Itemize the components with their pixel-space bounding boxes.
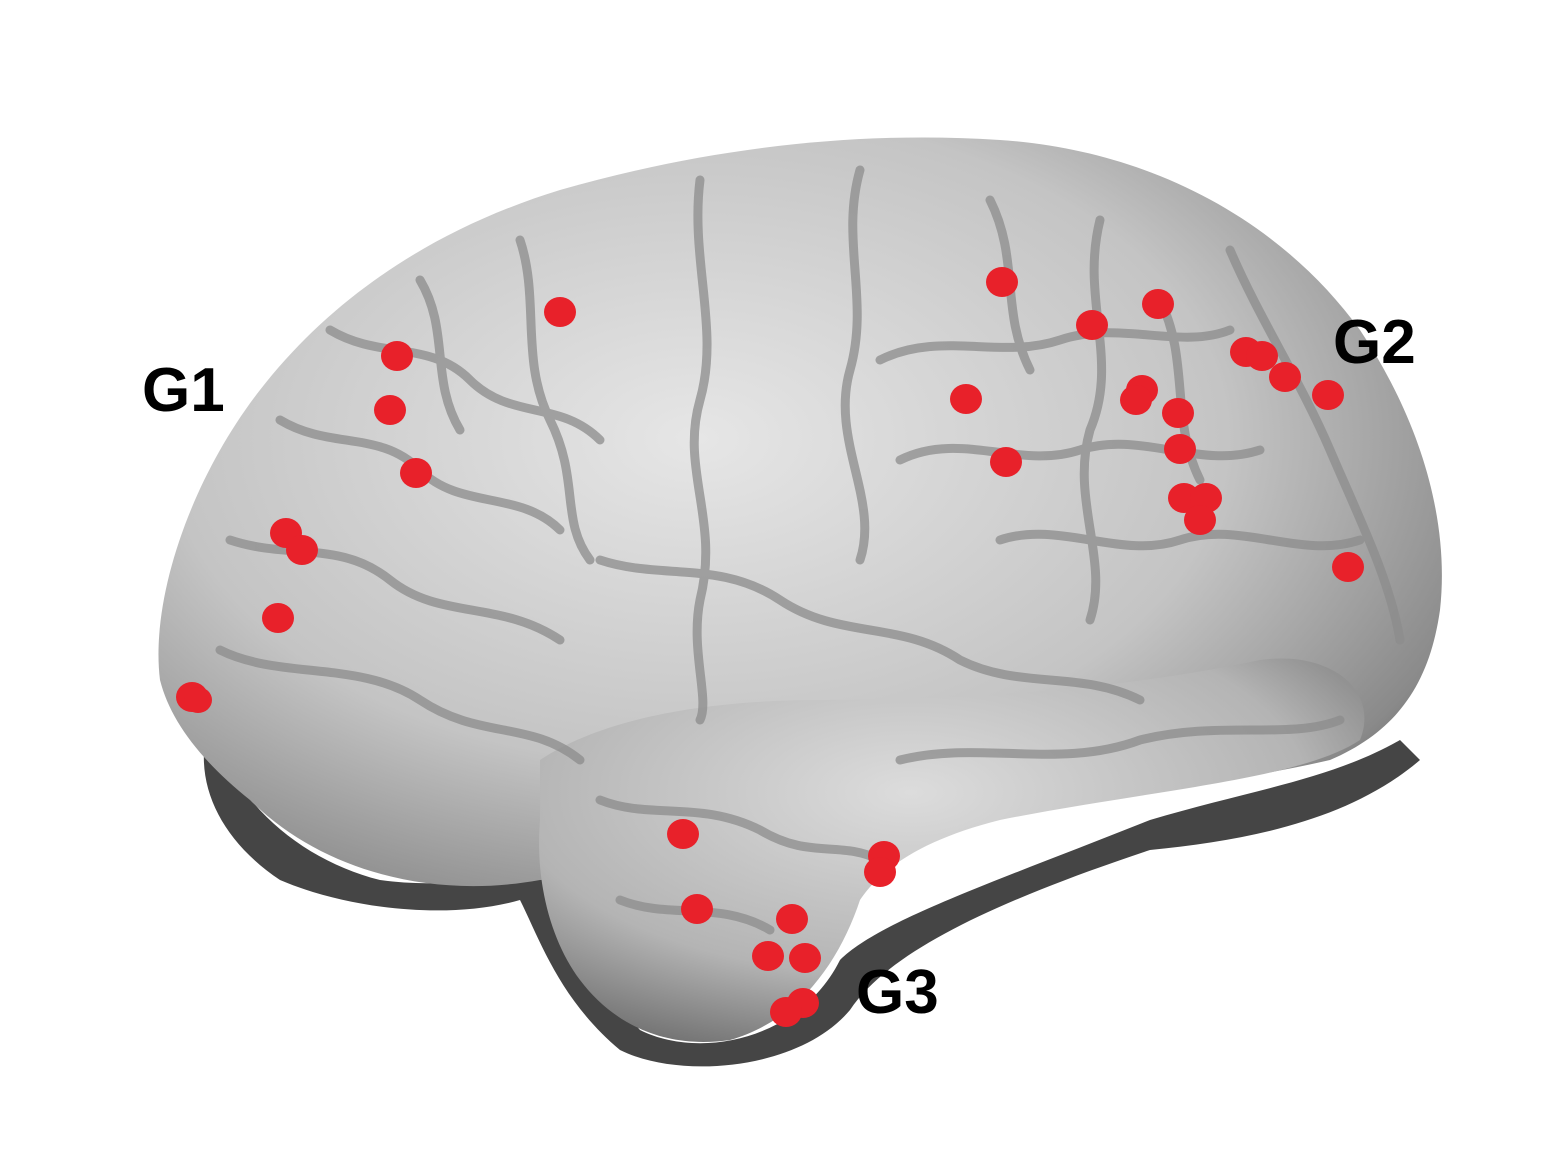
marker-g2 bbox=[990, 447, 1022, 477]
marker-g3 bbox=[770, 997, 802, 1027]
brain-underside-shadow bbox=[203, 720, 1420, 1067]
marker-g3 bbox=[789, 943, 821, 973]
marker-g1 bbox=[184, 687, 212, 713]
marker-g2 bbox=[1142, 289, 1174, 319]
marker-g3 bbox=[776, 904, 808, 934]
marker-g1 bbox=[544, 297, 576, 327]
marker-g3 bbox=[667, 819, 699, 849]
marker-g2 bbox=[986, 267, 1018, 297]
marker-g2 bbox=[1162, 398, 1194, 428]
marker-g2 bbox=[1184, 505, 1216, 535]
marker-g2 bbox=[1164, 434, 1196, 464]
marker-g3 bbox=[864, 857, 896, 887]
marker-g3 bbox=[752, 941, 784, 971]
temporal-lobe bbox=[539, 658, 1365, 1042]
marker-g2 bbox=[950, 384, 982, 414]
marker-g1 bbox=[286, 535, 318, 565]
marker-g2 bbox=[1076, 310, 1108, 340]
marker-g1 bbox=[400, 458, 432, 488]
marker-g1 bbox=[262, 603, 294, 633]
marker-g2 bbox=[1168, 483, 1200, 513]
marker-g3 bbox=[681, 894, 713, 924]
marker-g2 bbox=[1332, 552, 1364, 582]
group-label-g3: G3 bbox=[856, 958, 939, 1027]
marker-g1 bbox=[374, 395, 406, 425]
electrode-markers bbox=[176, 267, 1364, 1027]
marker-g1 bbox=[381, 341, 413, 371]
marker-g2 bbox=[1120, 385, 1152, 415]
marker-g2 bbox=[1312, 380, 1344, 410]
marker-g2 bbox=[1246, 341, 1278, 371]
group-label-g2: G2 bbox=[1333, 308, 1416, 377]
group-label-g1: G1 bbox=[142, 356, 225, 425]
marker-g2 bbox=[1269, 362, 1301, 392]
